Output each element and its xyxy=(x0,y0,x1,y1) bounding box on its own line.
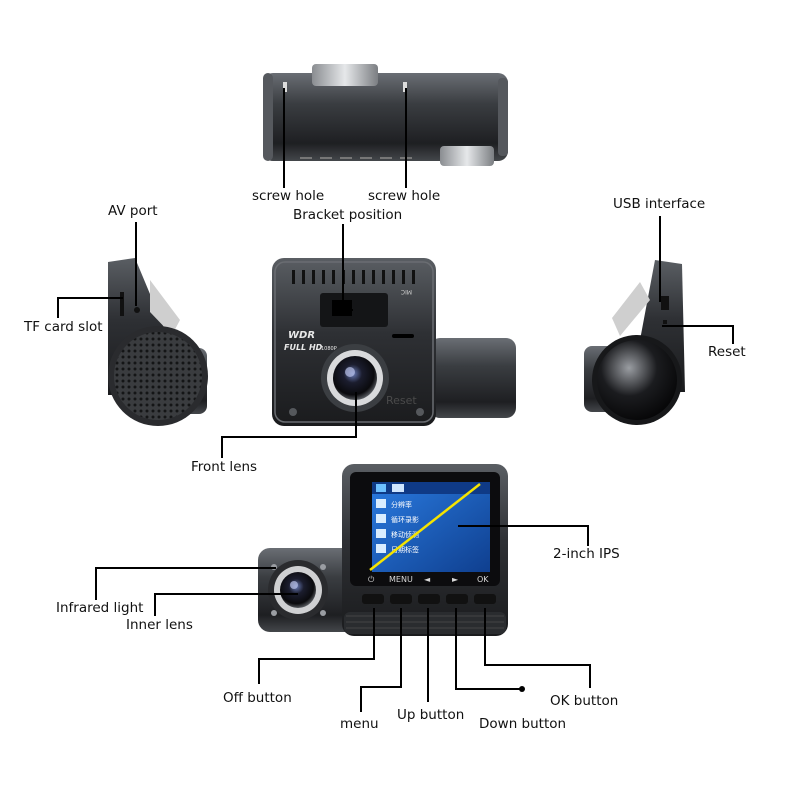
up-button[interactable] xyxy=(418,594,440,604)
screen-menu-item: 移动侦测 xyxy=(391,530,419,539)
off-button-label: Off button xyxy=(223,690,292,706)
power-symbol: ⏻ xyxy=(368,575,375,584)
reset-label: Reset xyxy=(708,344,746,360)
callout-lines xyxy=(57,88,734,712)
screen-highlight-line xyxy=(369,483,481,571)
screen-menu-item: 分辨率 xyxy=(391,500,412,509)
usb-interface-label: USB interface xyxy=(613,196,706,212)
menu-button-mark: MENU xyxy=(389,575,413,584)
two-inch-ips-label: 2-inch IPS xyxy=(553,546,620,562)
front-lens-label: Front lens xyxy=(191,459,258,475)
ok-button-mark: OK xyxy=(477,575,489,584)
tf-card-slot-label: TF card slot xyxy=(24,319,103,335)
full-hd-mark: FULL HD xyxy=(284,343,323,352)
screw-hole-right-label: screw hole xyxy=(368,188,441,204)
down-button[interactable] xyxy=(446,594,468,604)
wdr-mark: WDR xyxy=(288,330,315,341)
menu-button[interactable] xyxy=(390,594,412,604)
button-labels: ⏻ MENU ◄ ► OK xyxy=(368,575,489,584)
left-side-device xyxy=(108,258,208,426)
screw-hole-left-label: screw hole xyxy=(252,188,325,204)
rear-view-device: 分辨率 循环录影 移动侦测 日期标签 ⏻ MENU ◄ ► OK xyxy=(258,464,508,636)
top-view-device xyxy=(263,64,508,166)
bracket-position-label: Bracket position xyxy=(293,207,403,223)
ok-button-label: OK button xyxy=(550,693,619,709)
down-arrow-mark: ► xyxy=(452,575,459,584)
1080p-mark: 1080P xyxy=(321,346,337,352)
infrared-light-label: Infrared light xyxy=(56,600,144,616)
ok-button[interactable] xyxy=(474,594,496,604)
down-button-label: Down button xyxy=(479,716,567,732)
mic-mark: MIC xyxy=(401,288,412,295)
vent-slots xyxy=(292,270,415,284)
screen-menu-item: 循环录影 xyxy=(391,515,419,524)
reset-mark: Reset xyxy=(386,394,417,407)
up-arrow-mark: ◄ xyxy=(424,575,431,584)
av-port-label: AV port xyxy=(108,203,158,219)
menu-label: menu xyxy=(340,716,379,732)
screen-menu-item: 日期标签 xyxy=(391,545,419,554)
off-button[interactable] xyxy=(362,594,384,604)
inner-lens-label: Inner lens xyxy=(126,617,193,633)
right-side-device xyxy=(584,260,685,425)
up-button-label: Up button xyxy=(397,707,465,723)
front-view-device: WDR FULL HD 1080P MIC Reset xyxy=(272,258,516,426)
